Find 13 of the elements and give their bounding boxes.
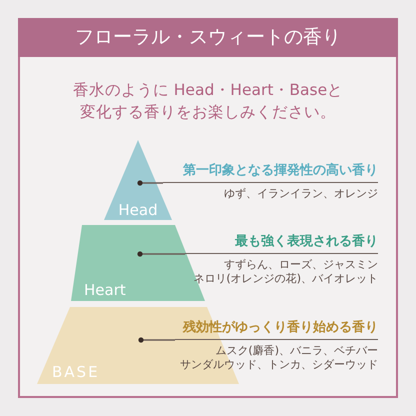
title-band: フローラル・スウィートの香り bbox=[18, 18, 398, 57]
tier-label: Heart bbox=[84, 281, 126, 299]
note-heading: 第一印象となる揮発性の高い香り bbox=[163, 162, 378, 183]
tier-label: Head bbox=[117, 201, 159, 219]
note-heading: 残効性がゆっくり香り始める香り bbox=[175, 319, 378, 340]
intro-text: 香水のように Head・Heart・Baseと変化する香りをお楽しみください。 bbox=[72, 80, 344, 123]
tier-label: BASE bbox=[52, 363, 100, 381]
leader-line bbox=[138, 337, 175, 343]
leader-line bbox=[137, 251, 185, 257]
leader-line bbox=[137, 180, 163, 186]
ingredient-list: ゆず、イランイラン、オレンジ bbox=[163, 187, 378, 201]
ingredient-list: ムスク(麝香)、バニラ、ベチバーサンダルウッド、トンカ、シダーウッド bbox=[175, 344, 378, 372]
note-heading: 最も強く表現される香り bbox=[185, 233, 378, 254]
